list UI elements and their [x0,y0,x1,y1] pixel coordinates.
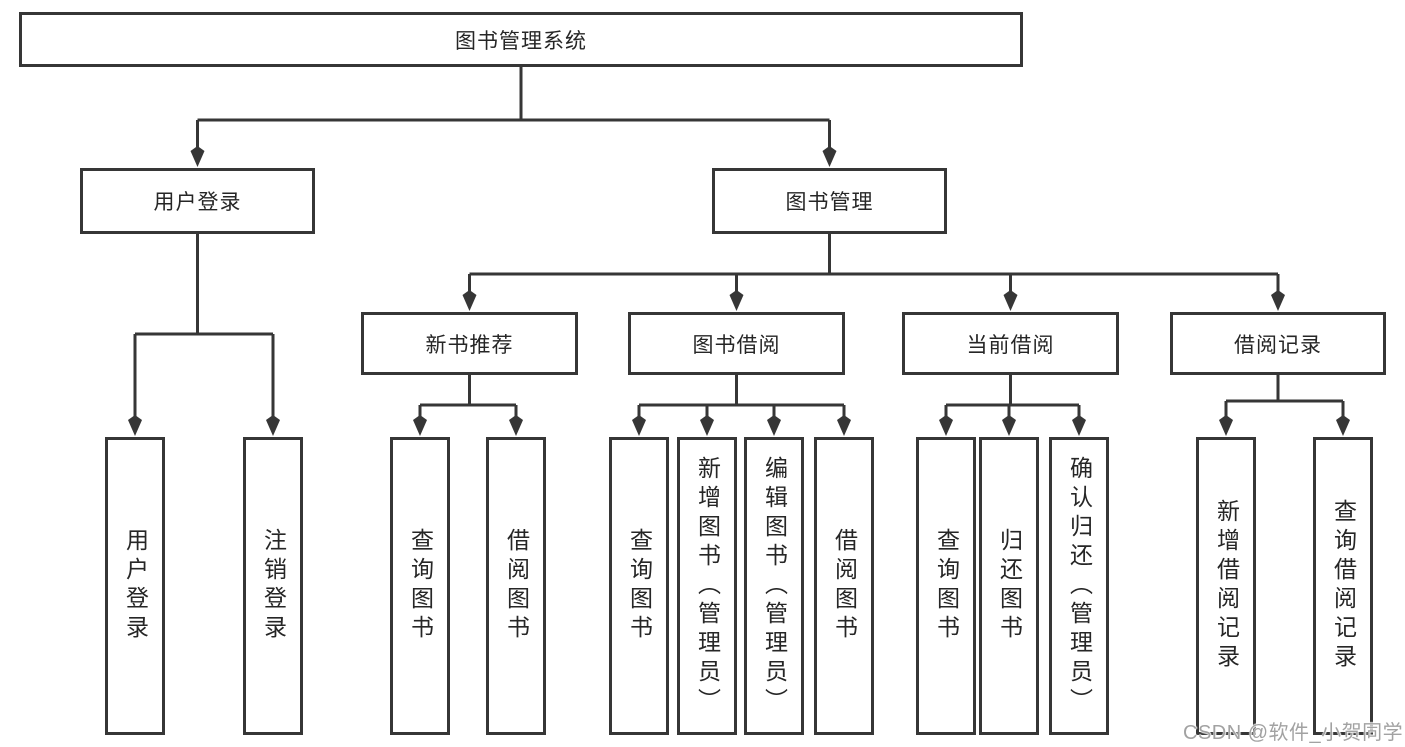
leaf-query-books: 查询图书 [916,437,976,735]
leaf-query-borrow-record: 查询借阅记录 [1313,437,1373,735]
leaf-add-borrow-record: 新增借阅记录 [1196,437,1256,735]
leaf-label: 新增图书（管理员） [694,455,721,717]
node-current-borrowing: 当前借阅 [902,312,1119,375]
leaf-borrow-books: 借阅图书 [486,437,546,735]
leaf-label: 新增借阅记录 [1213,499,1240,673]
node-library-management-system: 图书管理系统 [19,12,1023,67]
connector-root-to-level2 [196,67,831,152]
node-label: 图书借阅 [692,333,781,357]
node-borrowing-records: 借阅记录 [1170,312,1386,375]
leaf-label: 用户登录 [122,528,149,644]
leaf-label: 借阅图书 [831,528,858,644]
leaf-label: 借阅图书 [503,528,530,644]
leaf-user-login: 用户登录 [105,437,165,735]
leaf-label: 查询图书 [933,528,960,644]
csdn-watermark: CSDN @软件_小贺同学 [1183,722,1404,744]
connector-book-borrow-to-leaves [637,375,846,421]
arrowheads [128,146,1350,436]
leaf-query-books: 查询图书 [390,437,450,735]
leaf-add-books-admin: 新增图书（管理员） [677,437,737,735]
leaf-borrow-books: 借阅图书 [814,437,874,735]
node-user-login: 用户登录 [80,168,315,234]
connector-current-borrow-to-leaves [944,375,1081,421]
leaf-label: 查询借阅记录 [1330,499,1357,673]
node-label: 用户登录 [153,191,242,214]
node-label: 图书管理 [785,191,874,214]
node-book-management: 图书管理 [712,168,947,234]
leaf-label: 归还图书 [996,528,1023,644]
connector-borrow-record-to-leaves [1224,375,1345,421]
leaf-logout: 注销登录 [243,437,303,735]
leaf-label: 注销登录 [260,528,287,644]
connector-new-book-rec-to-leaves [418,375,518,421]
leaf-label: 编辑图书（管理员） [761,455,788,717]
node-label: 当前借阅 [966,333,1055,357]
node-label: 图书管理系统 [455,29,587,53]
node-book-borrowing: 图书借阅 [628,312,845,375]
leaf-label: 确认归还（管理员） [1066,455,1093,717]
leaf-edit-books-admin: 编辑图书（管理员） [744,437,804,735]
connector-book-mgmt-to-level3 [468,234,1280,294]
leaf-confirm-return-admin: 确认归还（管理员） [1049,437,1109,735]
node-label: 新书推荐 [425,333,514,357]
leaf-query-books: 查询图书 [609,437,669,735]
leaf-label: 查询图书 [407,528,434,644]
leaf-return-books: 归还图书 [979,437,1039,735]
connector-user-login-to-leaves [133,234,275,421]
node-label: 借阅记录 [1234,333,1322,357]
node-new-book-recommendation: 新书推荐 [361,312,578,375]
leaf-label: 查询图书 [626,528,653,644]
